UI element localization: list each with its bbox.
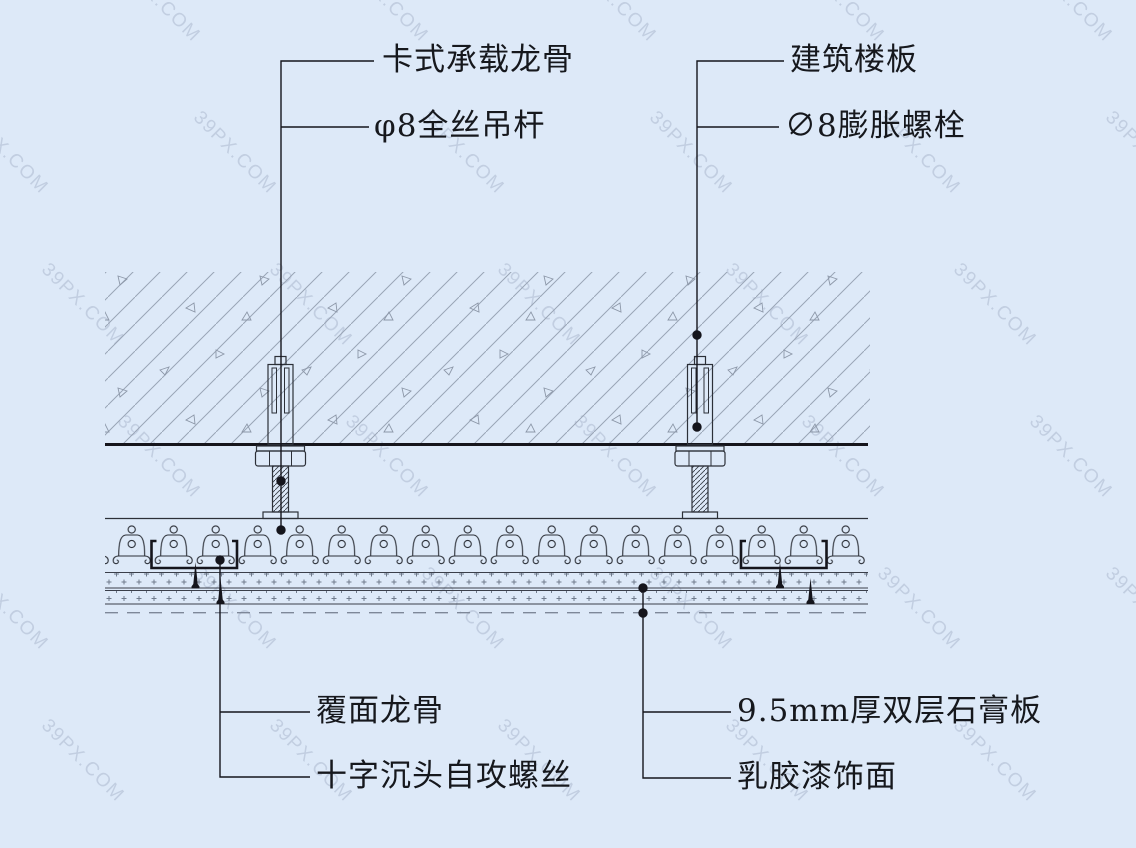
- hanger-assembly-right: [674, 355, 726, 520]
- screw: [191, 562, 200, 589]
- gypsum-board-layer-2: [105, 589, 868, 605]
- leader-dot-furring-channel: [215, 555, 225, 565]
- furring-channel-right: [739, 539, 828, 570]
- screw: [776, 562, 784, 589]
- label-floor-slab: 建筑楼板: [790, 41, 918, 78]
- floor-slab-section: [105, 272, 870, 446]
- label-gypsum-board: 9.5mm厚双层石膏板: [737, 692, 1043, 729]
- leader-lines: [215, 60, 784, 779]
- leader-bottom-left: [219, 560, 310, 778]
- threaded-rod: [691, 465, 709, 513]
- leader-top-left: [280, 60, 374, 530]
- leader-bottom-right: [642, 588, 731, 779]
- washer: [675, 445, 725, 452]
- label-furring-channel: 覆面龙骨: [316, 692, 444, 729]
- leader-dot-floor-slab: [692, 330, 702, 340]
- label-latex-paint: 乳胶漆饰面: [737, 758, 897, 795]
- screw: [806, 578, 815, 604]
- label-expansion-bolt: ∅8膨胀螺栓: [785, 107, 966, 144]
- label-carrier-channel: 卡式承载龙骨: [382, 41, 574, 78]
- leader-dot-hanger-rod: [276, 476, 286, 486]
- label-self-tapping-screw: 十字沉头自攻螺丝: [316, 757, 572, 794]
- furring-channel-left: [150, 539, 239, 570]
- gypsum-board-layer-1: [105, 571, 868, 589]
- leader-dot-gypsum-board: [638, 583, 648, 593]
- expansion-anchor-sleeve: [686, 363, 714, 446]
- label-hanger-rod: φ8全丝吊杆: [374, 107, 546, 144]
- hex-nut: [674, 450, 726, 467]
- leader-dot-expansion-bolt: [692, 422, 702, 432]
- leader-top-right: [696, 60, 784, 427]
- rod-base-plate: [681, 511, 719, 520]
- leader-dot-latex-paint: [638, 608, 648, 618]
- leader-dot-carrier-channel: [276, 525, 286, 535]
